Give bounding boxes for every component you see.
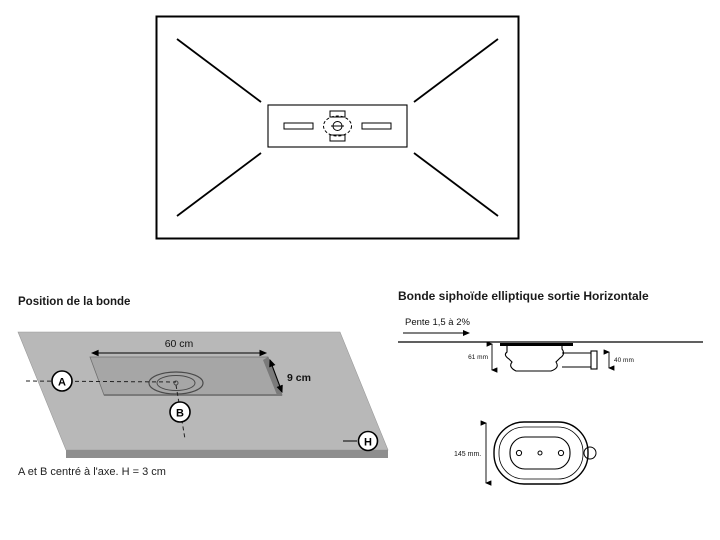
marker-b: B	[169, 401, 191, 423]
drain-ellipse	[148, 371, 204, 395]
drain-screw-left	[515, 449, 523, 457]
drain-outlet-boss	[583, 446, 597, 460]
drain-plan	[493, 421, 597, 485]
tray-front-edge	[66, 450, 388, 458]
drain-plan-outer-inner-ring	[498, 426, 584, 480]
marker-b-circle	[169, 401, 191, 423]
marker-h-label: H	[364, 437, 372, 449]
drain-slot-right	[361, 122, 392, 130]
drain-mechanism	[323, 110, 352, 142]
position-note: A et B centré à l'axe. H = 3 cm	[18, 466, 166, 478]
slope-diagonals	[176, 38, 499, 217]
position-drawing: 60 cm 9 cm A B H	[17, 331, 389, 458]
drain-screw-right	[557, 449, 565, 457]
marker-a-circle	[51, 370, 73, 392]
drain-clamp-bottom	[329, 134, 346, 142]
dim-label-61mm: 61 mm	[468, 354, 488, 361]
axis-b-dashed	[175, 384, 186, 440]
drain-bottom-view: 145 mm.	[454, 420, 597, 486]
slope-label: Pente 1,5 à 2%	[405, 317, 471, 328]
drain-dashed-outline	[323, 115, 352, 137]
drain-clamp-top	[329, 110, 346, 118]
drain-ellipse-inner	[156, 375, 196, 391]
shower-tray-top-view	[155, 15, 520, 240]
dim-line-9cm	[269, 358, 283, 394]
slope-diagonal	[413, 38, 499, 103]
dim-label-60cm: 60 cm	[165, 338, 194, 350]
drain-ellipse-outer	[148, 371, 204, 395]
drain-plan-outer	[493, 421, 589, 485]
slope-diagonal	[176, 38, 262, 103]
siphon-body	[500, 343, 598, 372]
drain-plan-grate	[509, 436, 571, 470]
drain-side-view: Pente 1,5 à 2% 61 mm 40 mm	[398, 317, 703, 373]
slope-diagonal	[176, 152, 262, 217]
dim-label-40mm: 40 mm	[614, 357, 634, 364]
siphon-cup	[504, 346, 565, 372]
dim-label-9cm: 9 cm	[287, 372, 311, 384]
marker-a-label: A	[58, 377, 66, 389]
position-section-title: Position de la bonde	[18, 296, 131, 308]
outlet-pipe-cap	[590, 350, 598, 370]
drain-slot-left	[283, 122, 314, 130]
slope-diagonal	[413, 152, 499, 217]
drain-plan-center	[537, 450, 543, 456]
marker-a: A	[51, 370, 73, 392]
marker-h: H	[357, 430, 379, 452]
marker-b-label: B	[176, 408, 184, 420]
dim-label-145mm: 145 mm.	[454, 451, 481, 458]
marker-h-circle	[357, 430, 379, 452]
drain-section-title: Bonde siphoïde elliptique sortie Horizon…	[398, 289, 649, 303]
